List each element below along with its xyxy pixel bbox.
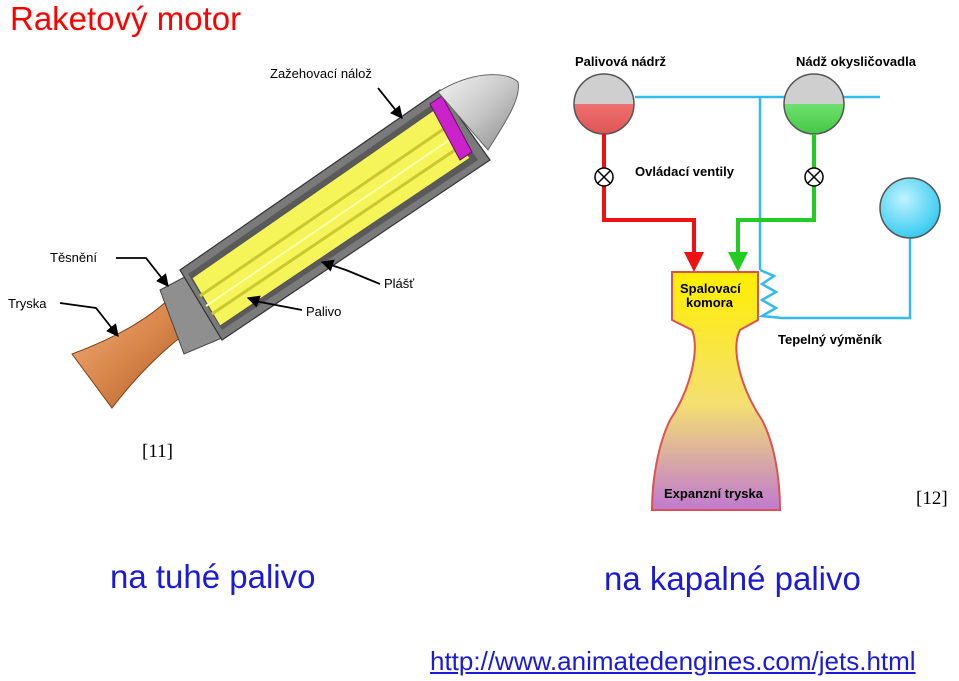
coolant-tank	[879, 177, 941, 239]
reference-12: [12]	[916, 488, 948, 509]
label-oxidizer-tank: Nádž okysličovadla	[796, 54, 917, 69]
igniter-charge	[429, 95, 473, 161]
label-fuel: Palivo	[306, 304, 341, 319]
valve-icon	[594, 167, 614, 187]
solid-fuel-grain	[191, 109, 471, 327]
slide-title: Raketový motor	[10, 0, 242, 37]
oxidizer-tank	[783, 73, 845, 135]
liquid-rocket: Palivová nádrž Nádž okysličovadla Ovláda…	[573, 54, 948, 511]
solid-rocket: Zažehovací nálož Těsnění Tryska Plášť Pa…	[8, 66, 519, 462]
fuel-tank	[573, 73, 635, 135]
tank-icon	[573, 73, 635, 135]
combustion-chamber-nozzle	[650, 271, 782, 511]
label-chamber-line2: komora	[686, 295, 734, 310]
label-nozzle: Tryska	[8, 296, 47, 311]
label-casing: Plášť	[384, 276, 414, 291]
caption-solid-fuel: na tuhé palivo	[110, 558, 316, 595]
fuel-line	[602, 134, 704, 272]
caption-liquid-fuel: na kapalné palivo	[604, 560, 861, 597]
label-fuel-tank: Palivová nádrž	[575, 54, 667, 69]
reference-11: [11]	[142, 441, 173, 462]
nose-cone	[437, 74, 519, 151]
valve-icon	[804, 167, 824, 187]
source-link[interactable]: http://www.animatedengines.com/jets.html	[430, 646, 916, 676]
tank-icon	[783, 73, 845, 135]
label-valves: Ovládací ventily	[635, 164, 735, 179]
label-seal: Těsnění	[50, 250, 97, 265]
heat-exchanger-icon	[757, 268, 783, 320]
oxidizer-line	[728, 134, 816, 272]
label-chamber-line1: Spalovací	[680, 281, 741, 296]
label-heat-exchanger: Tepelný výměník	[778, 332, 883, 347]
label-expansion-nozzle: Expanzní tryska	[664, 486, 764, 501]
label-igniter: Zažehovací nálož	[270, 66, 372, 81]
